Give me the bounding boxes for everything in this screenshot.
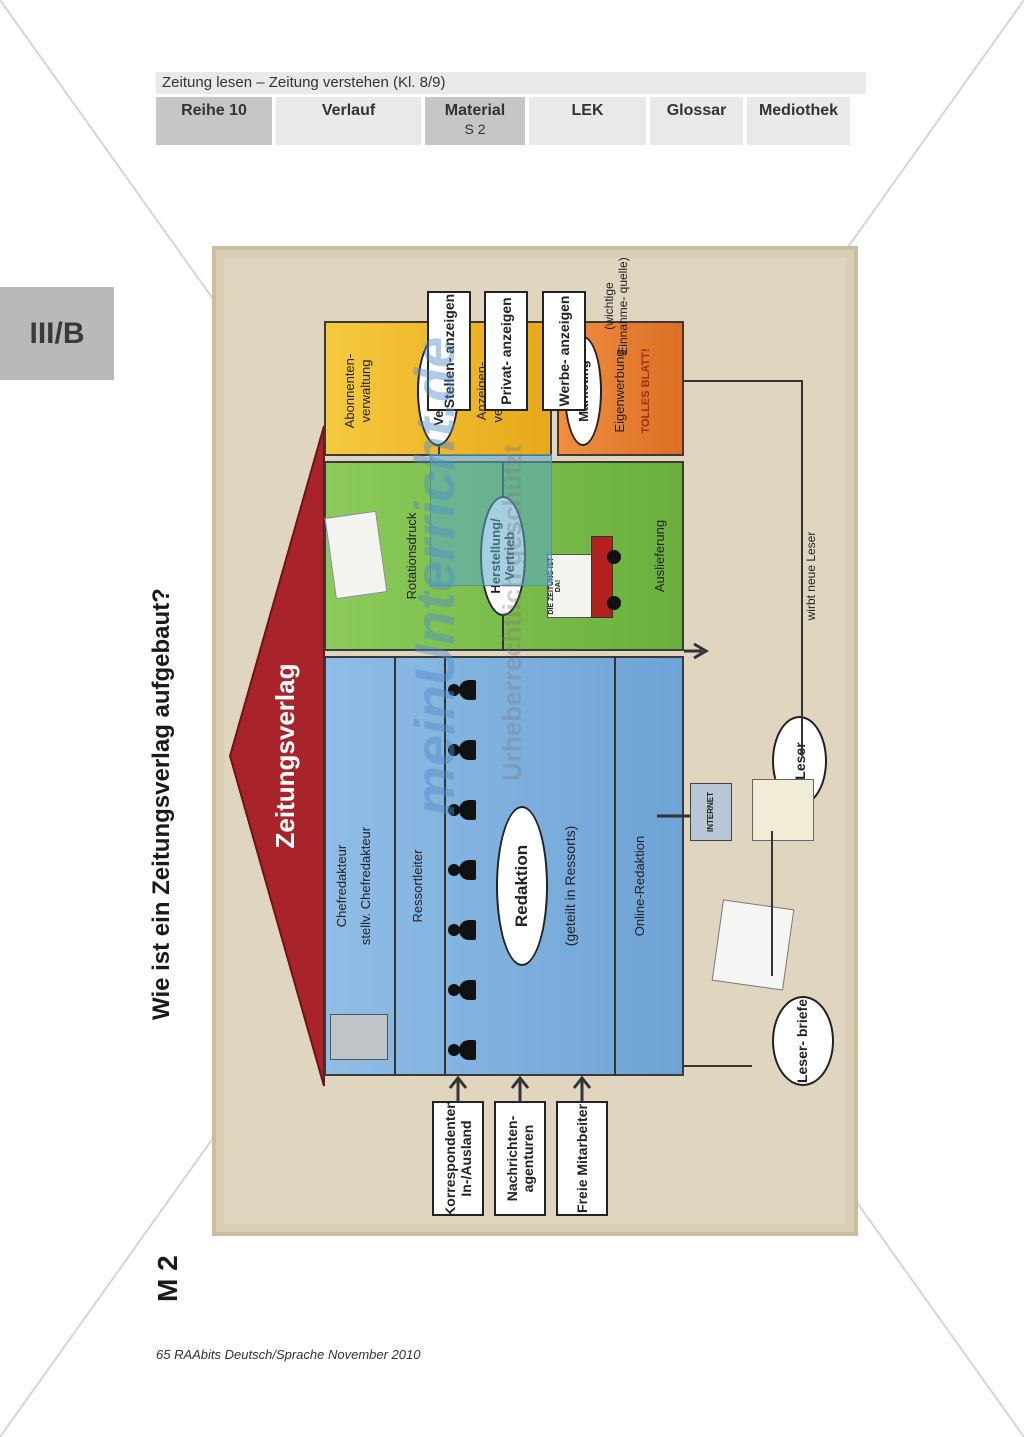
tab-verlauf[interactable]: Verlauf [276,97,421,145]
section-tab: III/B [0,287,114,380]
footer-citation: 65 RAAbits Deutsch/Sprache November 2010 [156,1347,421,1362]
watermark-brand: meinUnterricht.de [403,336,466,816]
flow-lines [657,380,803,1067]
tab-reihe[interactable]: Reihe 10 [156,97,272,145]
tab-lek[interactable]: LEK [529,97,646,145]
tab-glossar[interactable]: Glossar [650,97,743,145]
page-heading: Wie ist ein Zeitungsverlag aufgebaut? [148,588,175,1020]
watermark-copyright: Urheberrechtlich geschützt [497,444,527,781]
series-title: Zeitung lesen – Zeitung verstehen (Kl. 8… [156,72,866,94]
publisher-diagram: Zeitungsverlag Chefredakteur stellv. Che… [212,246,858,1236]
tab-mediothek[interactable]: Mediothek [747,97,850,145]
source-arrows [448,1075,592,1102]
material-code: M 2 [152,1255,183,1302]
